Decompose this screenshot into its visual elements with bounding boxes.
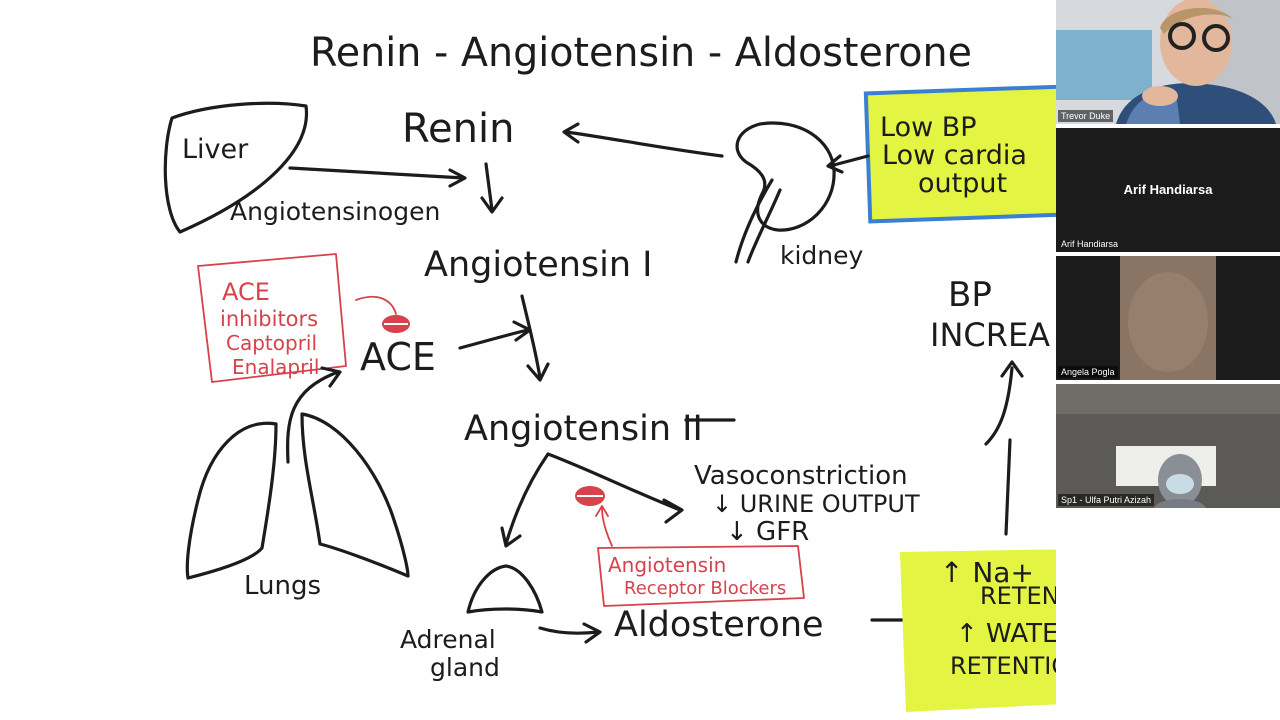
arb-line-2: Receptor Blockers <box>624 578 786 599</box>
ace-block-symbol <box>382 315 410 333</box>
renin-label: Renin <box>402 106 514 152</box>
participant-name-label: Arif Handiarsa <box>1061 239 1119 249</box>
ace-to-angiotensin-arrow <box>458 320 532 350</box>
adrenal-label-1: Adrenal <box>400 625 496 654</box>
retention-line-2: RETENTION <box>980 582 1056 610</box>
adrenal-label-2: gland <box>430 653 500 682</box>
vaso-to-bp-arrow <box>984 360 1024 446</box>
participant-tile-angela[interactable]: Angela Pogla <box>1056 256 1280 380</box>
lungs-to-ace-arrow <box>286 366 342 464</box>
note-to-kidney-arrow <box>826 154 870 174</box>
low-bp-note: Low BP Low cardia output <box>863 84 1056 224</box>
whiteboard-drawing: Renin - Angiotensin - Aldosterone Low BP… <box>163 30 1056 712</box>
ace-inhibitors-line-4: Enalapril <box>232 355 319 379</box>
video-feed <box>1056 0 1280 124</box>
participant-name-label: Sp1 - Ulfa Putri Azizah <box>1058 494 1155 506</box>
angiotensin-1-label: Angiotensin I <box>424 245 653 285</box>
angiotensinogen-label: Angiotensinogen <box>230 197 440 226</box>
retention-line-4: RETENTION <box>950 652 1056 680</box>
ace-inhibitors-line-1: ACE <box>222 278 270 306</box>
left-lung-shape <box>185 421 278 580</box>
adrenal-to-aldosterone-arrow <box>538 622 602 644</box>
angiotensin-1-down-arrow <box>520 294 550 382</box>
angiotensin-2-split-arrows <box>500 452 684 548</box>
retention-to-bp-line <box>1004 438 1012 536</box>
arb-line-1: Angiotensin <box>608 553 726 577</box>
retention-line-1: ↑ Na+ <box>940 556 1034 589</box>
liver-to-angiotensinogen-arrow <box>288 166 467 188</box>
participant-gallery: Trevor Duke Arif Handiarsa Arif Handiars… <box>1056 0 1280 510</box>
participant-tile-trevor[interactable]: Trevor Duke <box>1056 0 1280 124</box>
ureter-shape <box>734 178 782 264</box>
low-bp-line-1: Low BP <box>880 112 977 143</box>
arb-block-symbol <box>575 486 605 506</box>
gfr-label: ↓ GFR <box>726 517 809 547</box>
ace-inhibitors-line-2: inhibitors <box>220 307 318 331</box>
lungs-label: Lungs <box>244 571 321 601</box>
angiotensin-2-label: Angiotensin II <box>464 409 703 449</box>
ace-label: ACE <box>360 335 436 379</box>
urine-output-label: ↓ URINE OUTPUT <box>712 490 920 518</box>
right-lung-shape <box>300 412 410 578</box>
participant-tile-ulfa[interactable]: Sp1 - Ulfa Putri Azizah <box>1056 384 1280 508</box>
vasoconstriction-label: Vasoconstriction <box>694 461 908 491</box>
participant-name-label: Trevor Duke <box>1058 110 1114 122</box>
bp-label: BP <box>948 275 992 315</box>
ace-inhibitors-line-3: Captopril <box>226 331 317 355</box>
participant-name-label: Angela Pogla <box>1058 366 1118 378</box>
shared-screen-slide: Renin - Angiotensin - Aldosterone Low BP… <box>163 30 1056 712</box>
ace-inhibitors-note: ACE inhibitors Captopril Enalapril <box>197 253 397 383</box>
kidney-shape <box>735 121 836 232</box>
bp-increase-label: INCREA <box>930 316 1050 354</box>
liver-label: Liver <box>182 134 249 165</box>
participant-tile-arif[interactable]: Arif Handiarsa Arif Handiarsa <box>1056 128 1280 252</box>
low-bp-line-3: output <box>918 168 1007 199</box>
video-feed <box>1056 256 1280 380</box>
arb-pointer <box>595 505 613 547</box>
adrenal-gland-shape <box>466 564 544 614</box>
aldosterone-label: Aldosterone <box>614 605 824 645</box>
kidney-label: kidney <box>780 241 864 270</box>
liver-shape <box>163 101 309 234</box>
renin-down-arrow <box>480 162 504 214</box>
slide-title: Renin - Angiotensin - Aldosterone <box>310 30 972 76</box>
kidney-to-renin-arrow <box>562 122 724 158</box>
low-bp-line-2: Low cardia <box>882 140 1027 171</box>
arb-note: Angiotensin Receptor Blockers <box>597 545 805 607</box>
video-feed <box>1056 384 1280 508</box>
participant-display-name: Arif Handiarsa <box>1123 182 1213 197</box>
